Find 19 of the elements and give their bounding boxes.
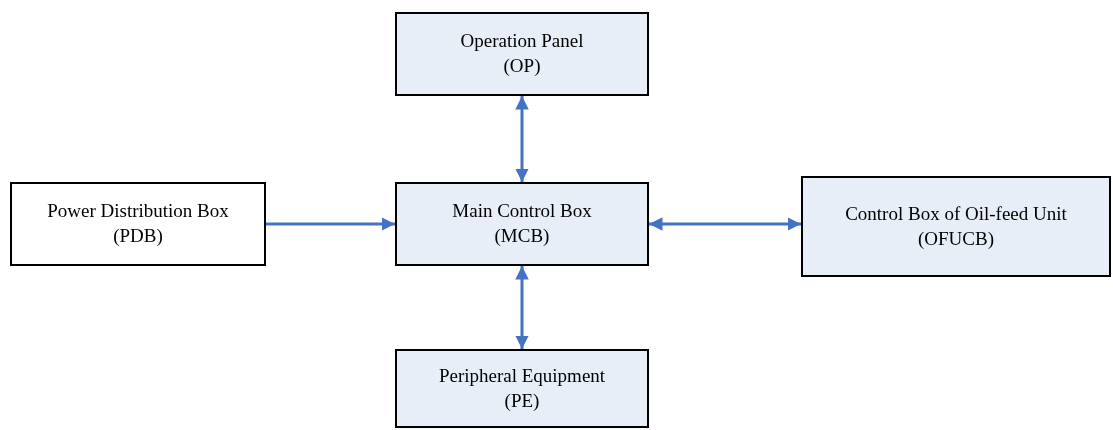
box-label: (MCB) (494, 224, 550, 248)
box-label: Peripheral Equipment (438, 363, 606, 388)
box-label: (OFUCB) (918, 226, 994, 251)
arrow (266, 217, 395, 231)
box-label: (PE) (504, 388, 540, 413)
box-label: Power Distribution Box (47, 199, 229, 224)
process-box (395, 12, 649, 96)
process-box (395, 349, 649, 428)
process-box (801, 176, 1111, 277)
process-box (10, 182, 266, 266)
arrow (515, 266, 529, 349)
box-label: (OP) (503, 54, 541, 78)
box-label: Operation Panel (460, 29, 584, 54)
arrow (649, 217, 801, 231)
box-label: Main Control Box (452, 199, 592, 224)
box-label: (PDB) (113, 224, 163, 248)
box-label: Control Box of Oil-feed Unit (845, 201, 1067, 226)
process-box (395, 182, 649, 266)
arrow (515, 96, 529, 182)
